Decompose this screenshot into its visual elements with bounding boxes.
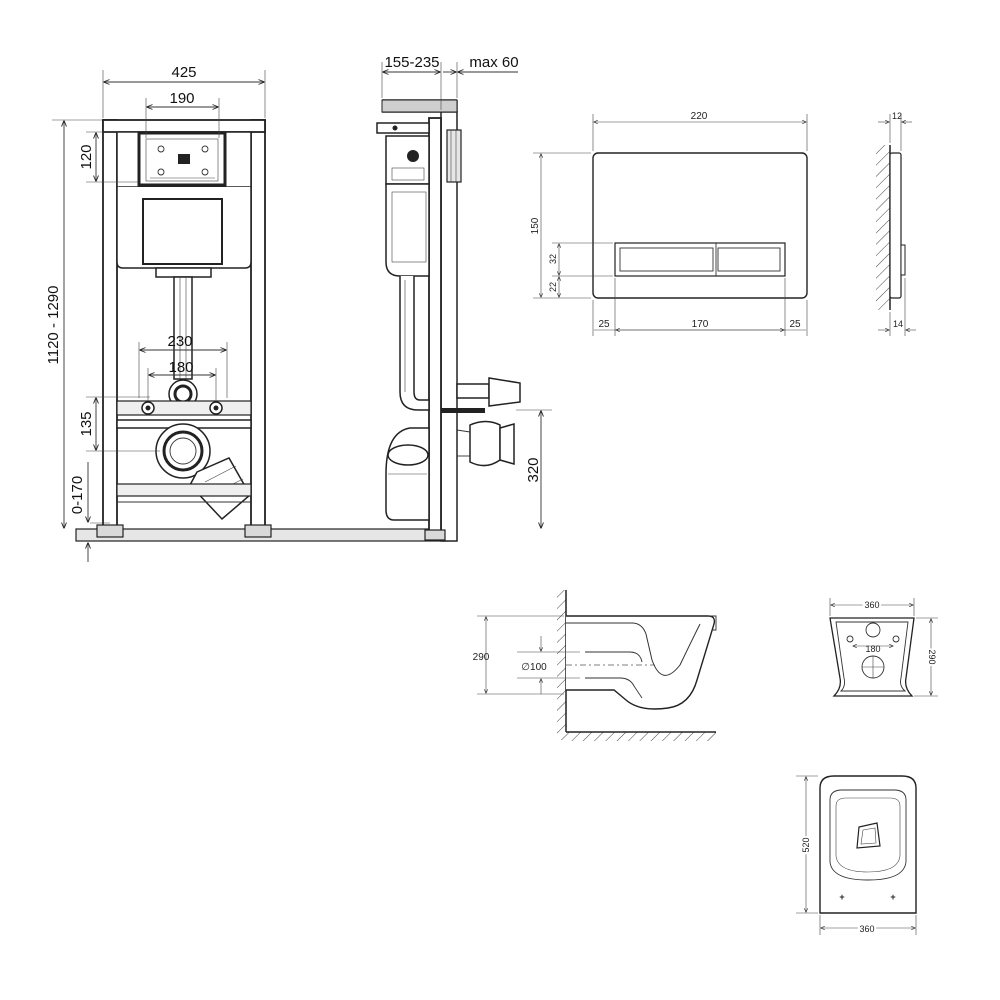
dim-label-170: 170 xyxy=(692,319,709,330)
dim-label-front-360: 360 xyxy=(864,600,879,610)
dim-label-top-360: 360 xyxy=(859,924,874,934)
bowl-top-view: + + 520 360 xyxy=(796,775,917,936)
dim-label-height-range: 1120 - 1290 xyxy=(45,286,62,365)
flush-plate-side: 12 14 xyxy=(876,111,916,336)
dim-label-220: 220 xyxy=(691,111,708,122)
dim-label-32: 32 xyxy=(548,254,558,264)
dim-label-25-left: 25 xyxy=(598,319,610,330)
dim-label-150: 150 xyxy=(530,217,541,234)
dim-label-25-right: 25 xyxy=(789,319,801,330)
dim-label-top-520: 520 xyxy=(801,837,811,852)
dim-label-230: 230 xyxy=(167,333,192,350)
flush-panel-profile xyxy=(446,129,462,183)
dim-label-front-180: 180 xyxy=(865,644,880,654)
dim-label-14: 14 xyxy=(893,319,903,329)
dim-label-depth: 155-235 xyxy=(384,54,439,71)
frame-side-view: 155-235 max 60 320 xyxy=(376,54,552,542)
bowl-side-section: 290 ∅100 xyxy=(473,590,717,741)
flush-plate-side-profile xyxy=(889,152,902,299)
dim-label-bowl-290: 290 xyxy=(473,652,490,663)
bowl-side-outline xyxy=(566,615,716,710)
dim-label-front-290: 290 xyxy=(927,649,937,664)
bowl-front-outline xyxy=(829,617,915,697)
bowl-top-drain xyxy=(856,822,881,849)
dim-label-190: 190 xyxy=(169,90,194,107)
dim-label-22: 22 xyxy=(548,282,558,292)
dim-label-12: 12 xyxy=(892,111,902,121)
flush-pipe xyxy=(173,276,193,380)
dim-label-120: 120 xyxy=(78,144,95,169)
dim-label-max60: max 60 xyxy=(469,54,518,71)
svg-text:+: + xyxy=(890,892,895,902)
flush-plate-front: 220 150 32 22 25 170 25 xyxy=(530,111,808,336)
dim-label-320: 320 xyxy=(525,457,542,482)
dim-label-180: 180 xyxy=(168,359,193,376)
flush-buttons xyxy=(614,242,786,277)
dim-label-135: 135 xyxy=(78,411,95,436)
bowl-front-view: 180 360 290 xyxy=(829,598,939,697)
dim-label-diameter-100: ∅100 xyxy=(521,662,547,673)
dim-label-425: 425 xyxy=(171,64,196,81)
side-flush-pipe xyxy=(399,276,430,411)
svg-text:+: + xyxy=(839,892,844,902)
dim-label-0-170: 0-170 xyxy=(69,476,86,514)
frame-front-view: 425 190 1120 - 1290 120 230 180 135 0 xyxy=(45,64,449,562)
frame-upright-right xyxy=(250,119,266,533)
